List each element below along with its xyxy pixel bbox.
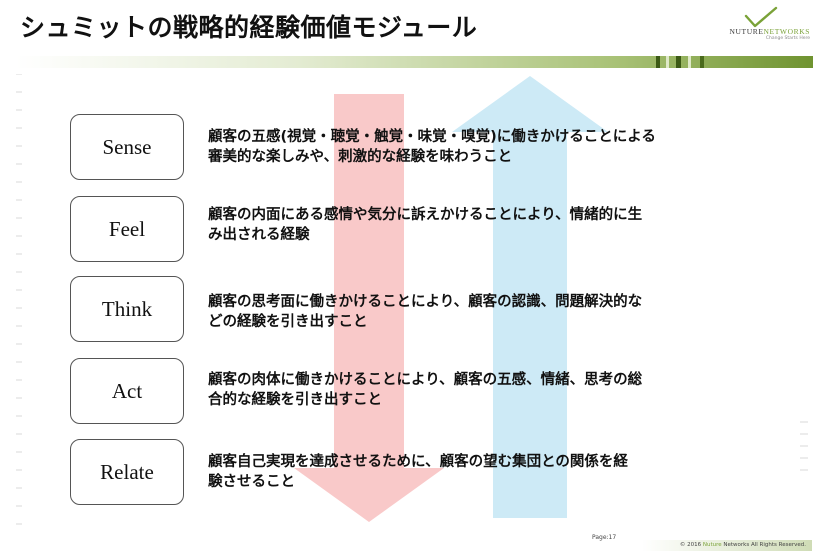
logo-check-icon: [744, 6, 778, 28]
right-ruler-ticks: [800, 421, 808, 471]
copyright-text: © 2016 Nuture Networks All Rights Reserv…: [679, 542, 806, 548]
logo-tagline: Change Starts Here: [765, 36, 810, 41]
down-arrow: [294, 94, 444, 522]
header-gradient-bar: [16, 56, 813, 68]
module-desc-feel: 顧客の内面にある感情や気分に訴えかけることにより、情緒的に生 み出される経験: [208, 207, 643, 243]
module-box-relate: Relate: [70, 439, 184, 505]
module-desc-think: 顧客の思考面に働きかけることにより、顧客の認識、問題解決的な どの経験を引き出す…: [208, 294, 643, 330]
logo-wordmark: NUTURENETWORKS: [729, 27, 810, 36]
footer-copyright-bar: © 2016 Nuture Networks All Rights Reserv…: [642, 540, 812, 551]
page-number: Page:17: [592, 534, 617, 541]
left-ruler-ticks: [16, 74, 22, 525]
module-box-sense: Sense: [70, 114, 184, 180]
slide-title: シュミットの戦略的経験価値モジュール: [20, 13, 478, 42]
module-desc-sense: 顧客の五感(視覚・聴覚・触覚・味覚・嗅覚)に働きかけることによる 審美的な楽しみ…: [208, 129, 656, 165]
module-box-act: Act: [70, 358, 184, 424]
module-desc-act: 顧客の肉体に働きかけることにより、顧客の五感、情緒、思考の総 合的な経験を引き出…: [208, 372, 643, 408]
module-box-think: Think: [70, 276, 184, 342]
up-arrow: [452, 76, 608, 518]
footer-gradient: [642, 540, 812, 551]
module-box-feel: Feel: [70, 196, 184, 262]
module-desc-relate: 顧客自己実現を達成させるために、顧客の望む集団との関係を経 験させること: [208, 454, 628, 490]
